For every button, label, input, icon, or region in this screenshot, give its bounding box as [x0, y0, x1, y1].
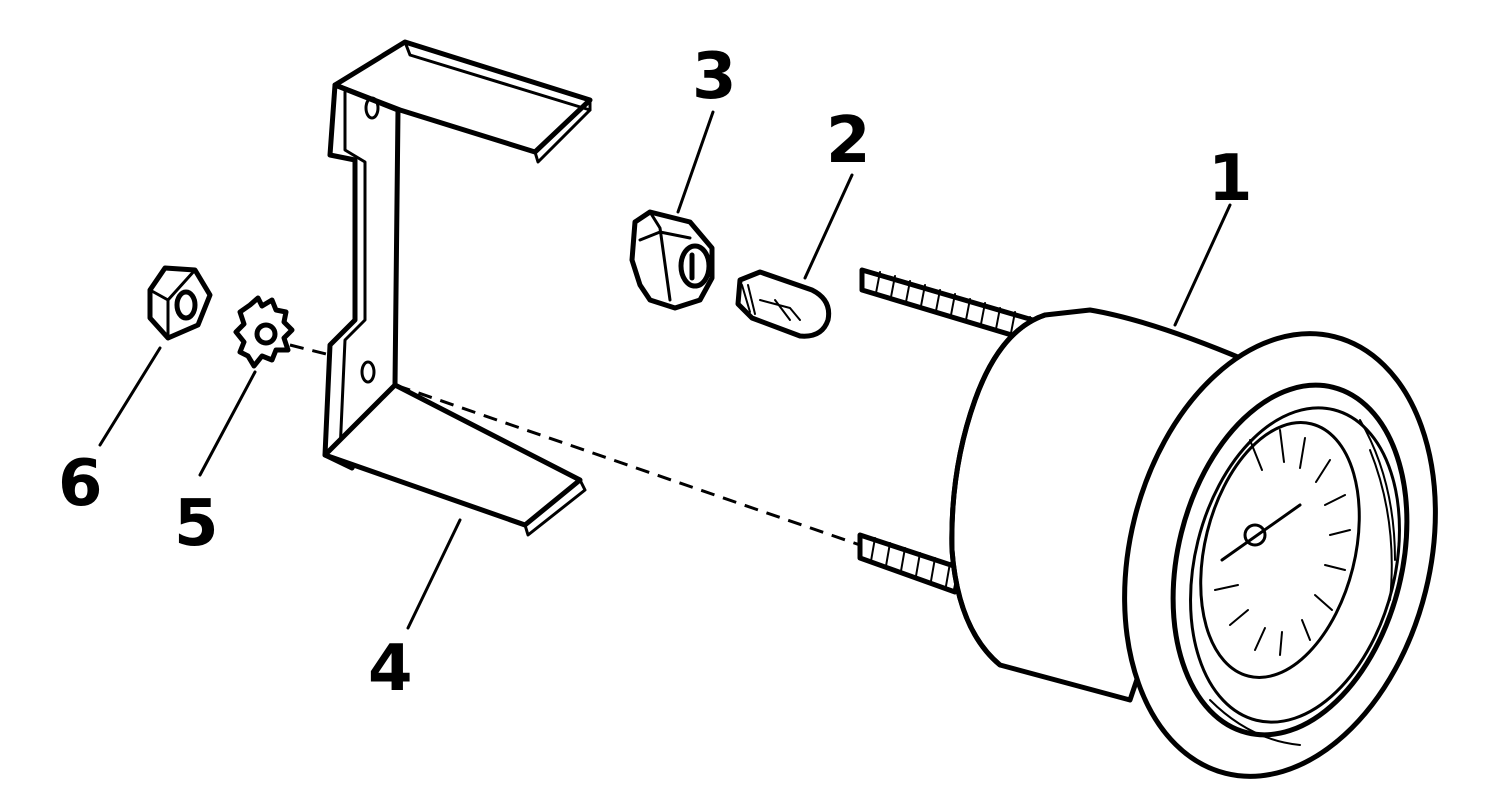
- gauge-assembly: [949, 307, 1438, 779]
- callout-4: 4: [368, 632, 413, 706]
- bulb-socket: [629, 209, 715, 311]
- leader-line-4: [406, 518, 462, 630]
- mounting-bracket: [322, 39, 593, 537]
- callout-1: 1: [1208, 142, 1253, 216]
- callout-6: 6: [58, 447, 103, 521]
- callout-5: 5: [174, 487, 219, 561]
- light-bulb: [735, 269, 832, 339]
- callout-2: 2: [826, 104, 871, 178]
- lower-stud: [857, 532, 963, 595]
- leader-line-1: [1173, 203, 1232, 327]
- callout-3: 3: [692, 40, 737, 114]
- leader-line-3: [676, 110, 715, 214]
- alignment-dashed-line: [374, 376, 861, 547]
- leader-line-5: [198, 370, 257, 477]
- hex-nut: [147, 265, 213, 341]
- leader-line-6: [98, 346, 162, 447]
- lock-washer: [233, 295, 295, 369]
- leader-line-2: [803, 173, 854, 280]
- alignment-dashed-line-short: [289, 343, 331, 357]
